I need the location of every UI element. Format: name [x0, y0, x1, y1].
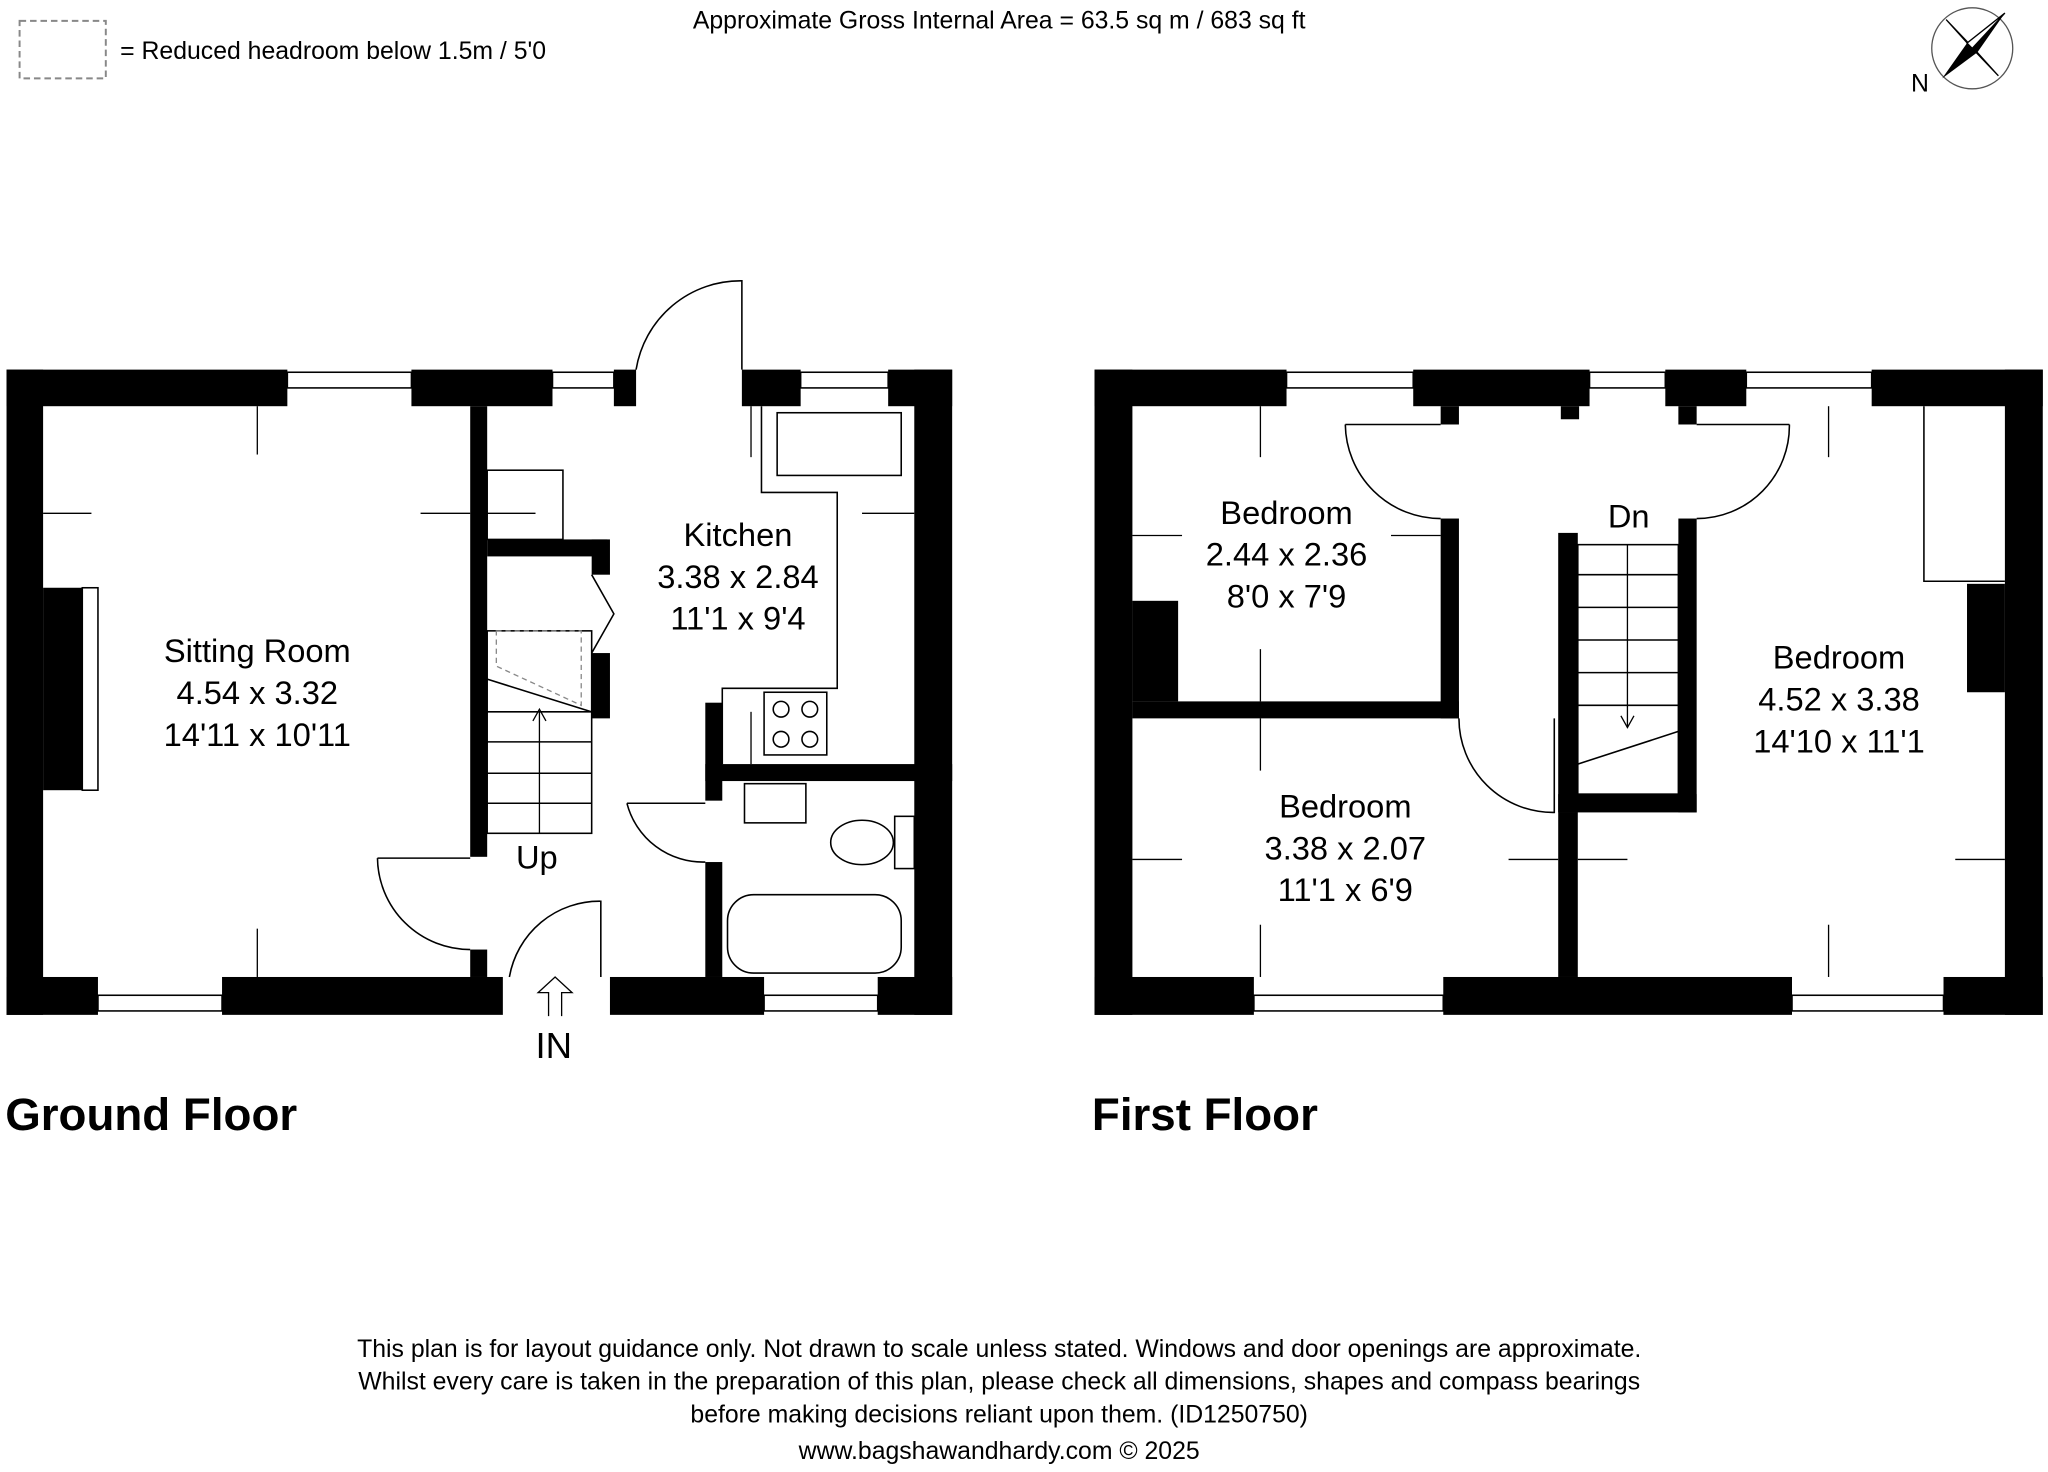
- room-metric: 4.54 x 3.32: [177, 674, 339, 711]
- room-metric: 3.38 x 2.84: [657, 558, 819, 595]
- room-metric: 4.52 x 3.38: [1758, 681, 1920, 718]
- room-imperial: 14'10 x 11'1: [1753, 722, 1925, 759]
- room-imperial: 8'0 x 7'9: [1227, 577, 1347, 614]
- room-name: Bedroom: [1220, 494, 1352, 531]
- compass-north-label: N: [1911, 70, 1929, 97]
- room-metric: 3.38 x 2.07: [1265, 829, 1427, 866]
- ground-floor-plan: Sitting Room 4.54 x 3.32 14'11 x 10'11 K…: [5, 280, 953, 1140]
- gross-area: Approximate Gross Internal Area = 63.5 s…: [693, 8, 1306, 35]
- front-door[interactable]: [508, 900, 602, 978]
- toilet-icon: [829, 819, 895, 866]
- dimension-arrows: [43, 406, 915, 977]
- floor-title: Ground Floor: [5, 1089, 297, 1140]
- entrance-arrow-icon: [536, 976, 574, 1017]
- website-link[interactable]: www.bagshawandhardy.com © 2025: [798, 1438, 1200, 1465]
- legend-text: = Reduced headroom below 1.5m / 5'0: [120, 38, 546, 65]
- compass-icon: [1931, 7, 2014, 90]
- bath-icon: [726, 893, 903, 974]
- sink-icon: [776, 411, 903, 477]
- room-name: Bedroom: [1773, 639, 1905, 676]
- disclaimer-line-1: This plan is for layout guidance only. N…: [357, 1336, 1641, 1363]
- room-imperial: 11'1 x 9'4: [670, 600, 805, 637]
- disclaimer-line-2: Whilst every care is taken in the prepar…: [358, 1369, 1640, 1396]
- first-floor-plan: Bedroom 2.44 x 2.36 8'0 x 7'9 Bedroom 3.…: [1092, 369, 2043, 1140]
- stairs-label: Up: [516, 839, 558, 876]
- room-imperial: 14'11 x 10'11: [164, 716, 351, 753]
- basin-icon: [743, 782, 807, 824]
- hob-icon: [763, 691, 828, 756]
- room-name: Kitchen: [684, 516, 793, 553]
- room-imperial: 11'1 x 6'9: [1278, 871, 1413, 908]
- cupboard-door[interactable]: [590, 574, 615, 654]
- stairs: [486, 469, 593, 835]
- dimension-arrows: [1132, 406, 2005, 977]
- stairs: [1577, 543, 1680, 795]
- bedroom-door[interactable]: [1696, 423, 1791, 520]
- back-door[interactable]: [635, 280, 743, 370]
- floor-title: First Floor: [1092, 1089, 1318, 1140]
- reduced-headroom-legend-box: [18, 19, 107, 80]
- room-name: Sitting Room: [164, 632, 351, 669]
- sitting-room-door[interactable]: [376, 857, 471, 951]
- stairs-label: Dn: [1608, 498, 1650, 535]
- bedroom-door[interactable]: [1458, 718, 1556, 814]
- disclaimer-line-3: before making decisions reliant upon the…: [690, 1401, 1308, 1428]
- entrance-label: IN: [536, 1025, 573, 1066]
- bathroom-door[interactable]: [626, 802, 706, 863]
- room-name: Bedroom: [1279, 788, 1411, 825]
- bedroom-door[interactable]: [1344, 423, 1441, 520]
- room-metric: 2.44 x 2.36: [1206, 536, 1368, 573]
